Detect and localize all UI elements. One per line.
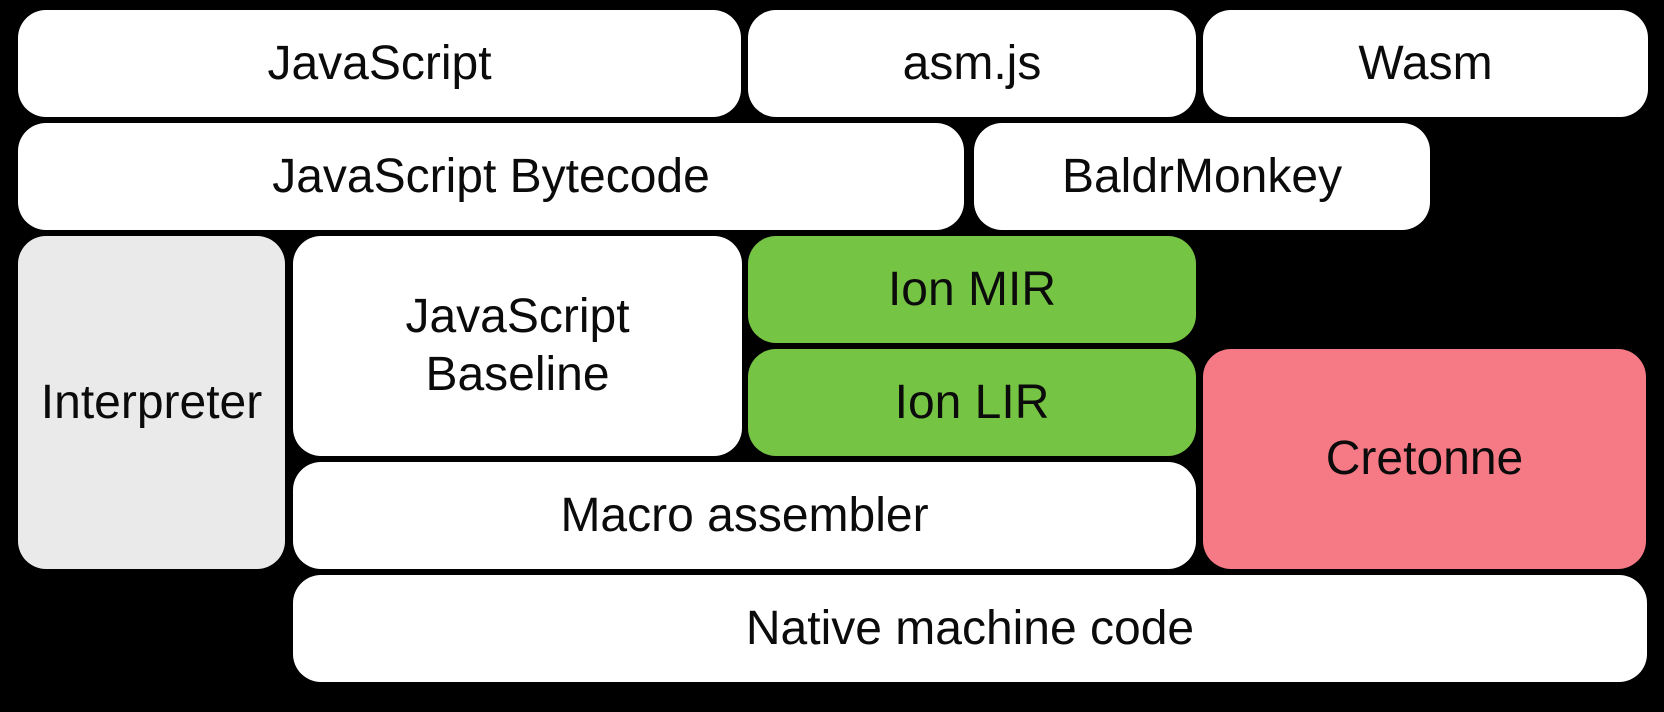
node-interpreter: Interpreter bbox=[18, 236, 285, 569]
node-asm-js: asm.js bbox=[748, 10, 1196, 117]
node-label: Cretonne bbox=[1325, 432, 1524, 486]
node-label: JavaScript Baseline bbox=[405, 290, 630, 401]
node-label: asm.js bbox=[902, 36, 1042, 90]
node-ion-lir: Ion LIR bbox=[748, 349, 1196, 456]
node-label: Ion MIR bbox=[887, 262, 1057, 316]
node-javascript-baseline: JavaScript Baseline bbox=[293, 236, 742, 456]
node-javascript-bytecode: JavaScript Bytecode bbox=[18, 123, 964, 230]
node-label: JavaScript bbox=[267, 36, 492, 90]
node-label: Wasm bbox=[1358, 36, 1493, 90]
node-ion-mir: Ion MIR bbox=[748, 236, 1196, 343]
node-label: JavaScript Bytecode bbox=[272, 149, 710, 203]
node-label: Native machine code bbox=[745, 601, 1195, 655]
node-label: Macro assembler bbox=[560, 488, 929, 542]
node-native-machine-code: Native machine code bbox=[293, 575, 1647, 682]
node-label: BaldrMonkey bbox=[1061, 149, 1343, 203]
node-wasm: Wasm bbox=[1203, 10, 1648, 117]
node-macro-assembler: Macro assembler bbox=[293, 462, 1196, 569]
node-javascript: JavaScript bbox=[18, 10, 741, 117]
node-label: Ion LIR bbox=[894, 375, 1050, 429]
node-label: Interpreter bbox=[40, 375, 263, 429]
node-baldrmonkey: BaldrMonkey bbox=[974, 123, 1430, 230]
node-cretonne: Cretonne bbox=[1203, 349, 1646, 569]
